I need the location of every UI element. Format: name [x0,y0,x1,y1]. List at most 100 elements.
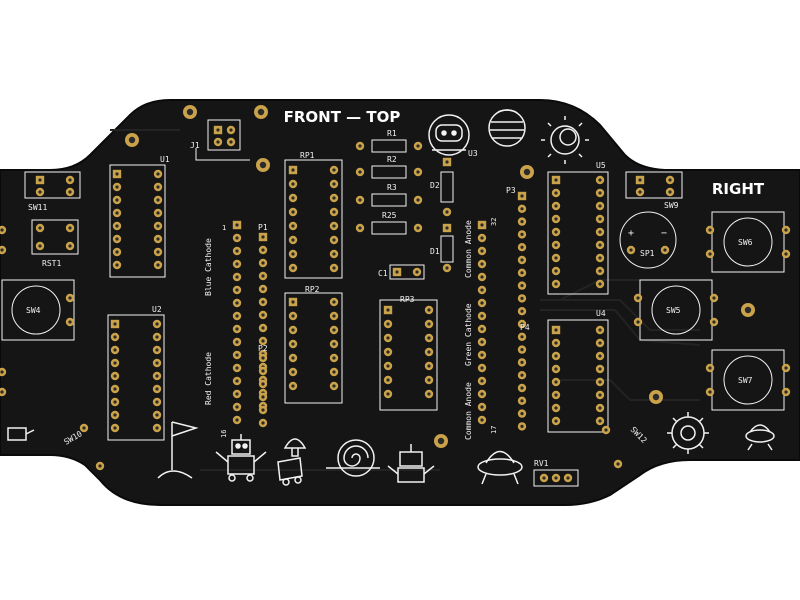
mounting-hole [649,390,663,404]
pin-pad [110,384,120,394]
pin-pad [232,298,242,308]
pin-pad [517,358,527,367]
pin-pad [517,307,527,316]
pin-pad [424,347,434,357]
pin-pad [153,247,163,257]
ic-u5: U5 [547,161,609,295]
pin-pad [383,375,393,385]
pin-pad [329,297,339,307]
p1-label: P1 [258,223,268,232]
pin-pad [595,403,605,413]
pin-pad [595,390,605,400]
pin-pad [595,364,605,374]
pin-pad [288,263,298,273]
pin-pad [517,371,527,380]
pin-pad [288,179,298,189]
pin-17-label: 17 [490,426,498,434]
c1-label: C1 [378,269,388,278]
pin-pad [288,207,298,217]
pin-pad [551,253,561,263]
pin-pad [595,279,605,289]
resistor-r25: R25 [355,211,423,235]
pin-pad [288,297,298,307]
pin-pad [551,377,561,387]
rp1-label: RP1 [300,151,315,160]
pin-pad [517,230,527,239]
pin-pad [258,284,268,294]
pin-pad [595,175,605,185]
r3-label: R3 [387,183,397,192]
p3-label: P3 [506,186,516,195]
mounting-hole [125,133,139,147]
pin-pad [383,389,393,399]
pin-pad [288,193,298,203]
pin-pad [383,347,393,357]
pin-pad [424,375,434,385]
pin-pad [288,311,298,321]
pin-pad [288,249,298,259]
pin-pad [517,409,527,418]
red-cathode-label: Red Cathode [204,352,213,405]
pin-pad [517,396,527,405]
switch-sw4: SW4 [1,279,75,341]
pin-pad [595,214,605,224]
pin-pad [258,232,268,242]
pin-pad [329,179,339,189]
pin-pad [477,389,487,399]
pin-pad [551,240,561,250]
pin-pad [551,416,561,426]
header-p2: P2 [258,344,268,428]
r25-label: R25 [382,211,397,220]
pin-pad [477,350,487,360]
pin-pad [153,208,163,218]
pin-pad [329,325,339,335]
pin-16-label: 16 [220,430,228,438]
pin-pad [110,345,120,355]
front-top-title: FRONT — TOP [284,108,401,126]
pin-pad [517,204,527,213]
pin-pad [232,220,242,230]
j1-label: J1 [190,141,200,150]
pin-pad [258,418,268,428]
pin-pad [595,351,605,361]
pin-pad [517,294,527,303]
gear-icon [667,412,709,454]
copper-traces [110,129,701,471]
pin-pad [517,383,527,393]
mounting-hole [741,303,755,317]
pin-pad [232,233,242,243]
pin-pad [152,371,162,381]
pin-pad [329,221,339,231]
pin-pad [232,376,242,386]
pin-pad [258,245,268,255]
pin-pad [152,397,162,407]
pin-pad [517,268,527,277]
pin-pad [232,402,242,412]
pin-pad [477,402,487,412]
pin-pad [288,235,298,245]
pin-pad [595,201,605,211]
pin-pad [153,260,163,270]
planet-icon [488,109,526,147]
pin-pad [232,272,242,282]
pin-pad [329,353,339,363]
diode-d2: D2 [430,157,454,217]
ic-u2: U2 [107,305,165,441]
pin-pad [551,364,561,374]
common-anode-top-label: Common Anode [464,220,473,278]
pin-pad [232,259,242,269]
robot-icon [215,434,267,482]
p4-label: P4 [520,323,530,332]
minus-label: − [661,228,667,239]
pin-pad [595,227,605,237]
u5-label: U5 [596,161,606,170]
pin-pad [595,325,605,335]
pin-pad [424,333,434,343]
ufo-icon [477,450,523,485]
pin-pad [288,353,298,363]
resistor-pack-rp2: RP2 [284,285,343,404]
pin-pad [153,182,163,192]
u4-label: U4 [596,309,606,318]
pin-pad [153,169,163,179]
